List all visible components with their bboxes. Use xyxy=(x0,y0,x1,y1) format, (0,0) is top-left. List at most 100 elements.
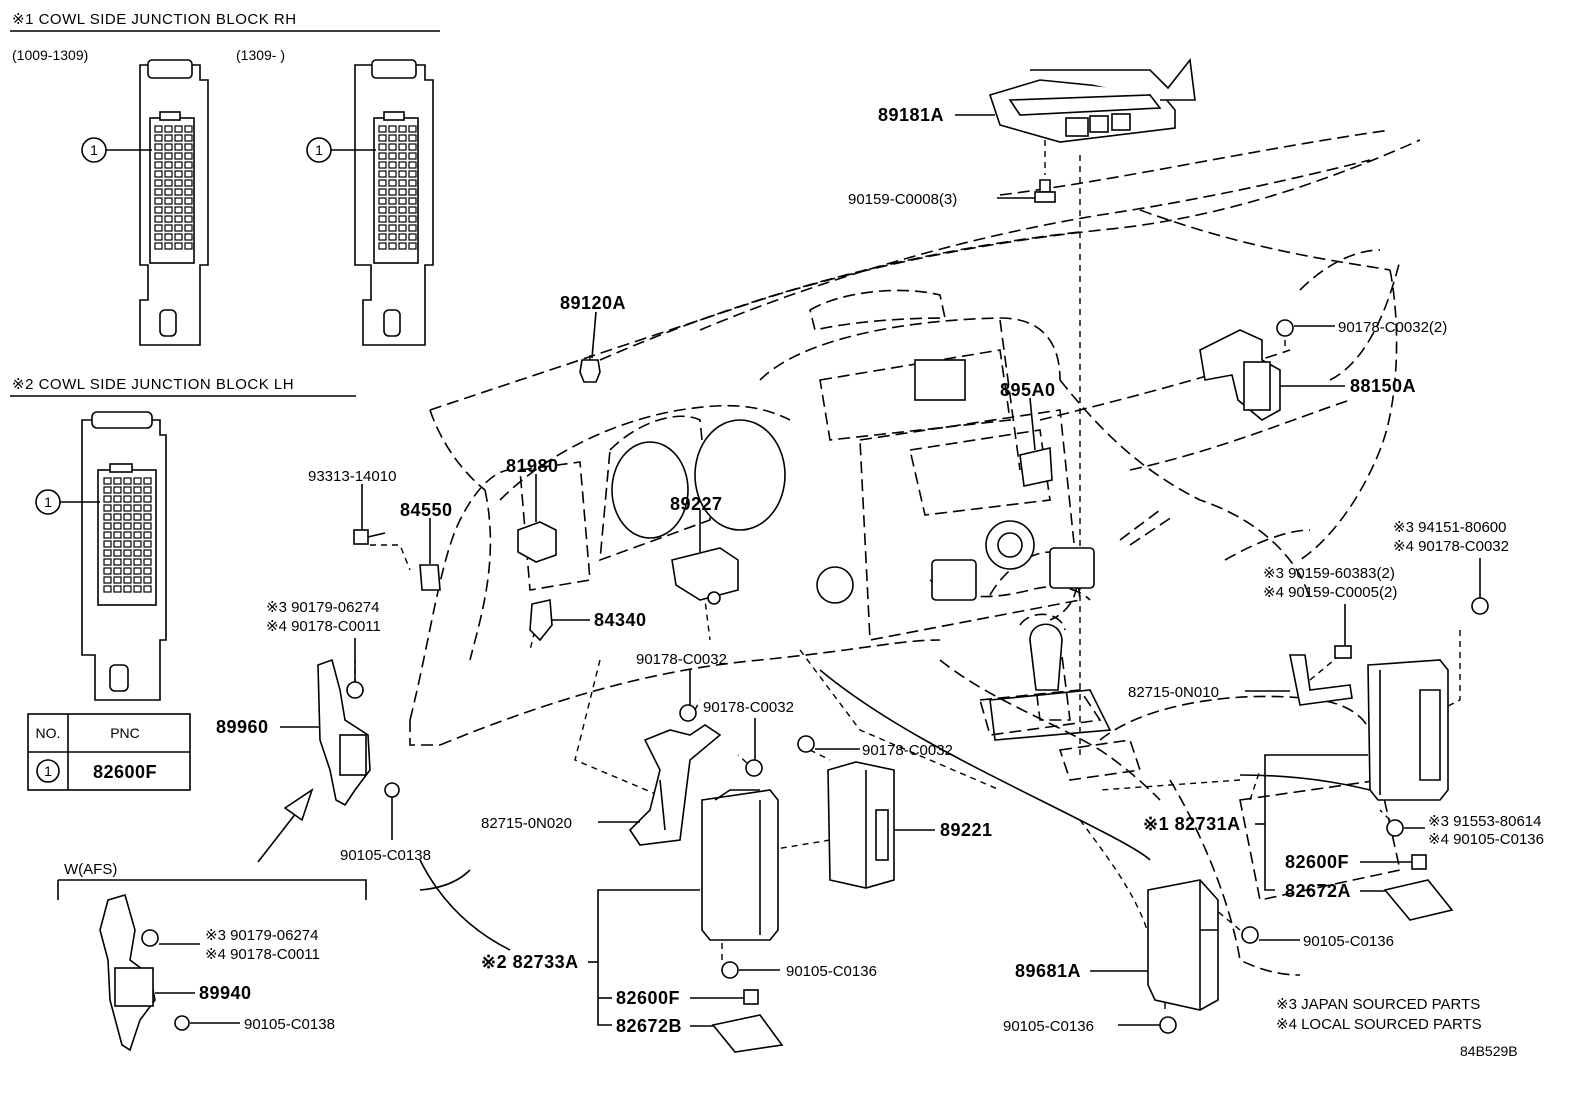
fuse-cell xyxy=(388,224,397,232)
fuse-cell xyxy=(388,143,397,151)
label-82731A: ※1 82731A xyxy=(1143,814,1241,834)
fuse-cell xyxy=(174,233,183,241)
junction-block-lh-section: ※2 COWL SIDE JUNCTION BLOCK LH 1 NO. PNC… xyxy=(10,376,356,791)
fuse-cell xyxy=(378,197,387,205)
fuse-cell xyxy=(123,558,132,566)
fuse-cell xyxy=(398,134,407,142)
part-895A0 xyxy=(1019,447,1053,487)
fuse-cell xyxy=(123,486,132,494)
fuse-cell xyxy=(184,125,193,133)
fuse-cell xyxy=(133,513,142,521)
fuse-cell xyxy=(133,576,142,584)
label-94151-80600: ※3 94151-80600 xyxy=(1393,519,1507,536)
label-90159-C0005: ※4 90159-C0005(2) xyxy=(1263,584,1397,601)
fuse-cell xyxy=(184,233,193,241)
label-81980: 81980 xyxy=(506,456,559,476)
fuse-cell xyxy=(143,549,152,557)
fuse-cell xyxy=(154,224,163,232)
fuse-cell xyxy=(154,197,163,205)
fuse-cell xyxy=(113,540,122,548)
fuse-cell xyxy=(154,143,163,151)
fuse-cell xyxy=(184,161,193,169)
note-local: ※4 LOCAL SOURCED PARTS xyxy=(1276,1016,1482,1033)
fuse-cell xyxy=(133,495,142,503)
label-89681A: 89681A xyxy=(1015,961,1081,981)
label-90178-C0032-c: 90178-C0032 xyxy=(862,742,953,759)
fuse-cell xyxy=(143,567,152,575)
fuse-cell xyxy=(378,224,387,232)
label-82715-0N010: 82715-0N010 xyxy=(1128,684,1219,701)
fuse-cell xyxy=(123,504,132,512)
fuse-cell xyxy=(133,477,142,485)
fuse-cell xyxy=(154,179,163,187)
fuse-cell xyxy=(133,486,142,494)
fuse-cell xyxy=(398,179,407,187)
fuse-cell xyxy=(174,161,183,169)
fuse-cell xyxy=(408,125,417,133)
fuse-cell xyxy=(154,161,163,169)
part-bolt-90105-C0138-b xyxy=(174,1015,190,1031)
junction-block-rh-a xyxy=(139,59,209,346)
label-90178-C0032-2: 90178-C0032(2) xyxy=(1338,319,1447,336)
fuse-cell xyxy=(408,134,417,142)
label-90159-C0008: 90159-C0008(3) xyxy=(848,191,957,208)
fuse-cell xyxy=(174,188,183,196)
fuse-cell xyxy=(164,152,173,160)
fuse-cell xyxy=(143,531,152,539)
fuse-cell xyxy=(408,143,417,151)
fuse-cell xyxy=(378,233,387,241)
fuse-cell xyxy=(378,134,387,142)
part-bolt-90105-C0138-a xyxy=(384,782,400,798)
part-nut-90178-C0032-2 xyxy=(1276,319,1294,337)
fuse-cell xyxy=(113,486,122,494)
part-nut-90179-b xyxy=(141,929,159,947)
fuse-cell xyxy=(398,242,407,250)
fuse-cell xyxy=(123,477,132,485)
fuse-cell xyxy=(103,486,112,494)
part-82733A xyxy=(701,789,779,941)
fuse-cell xyxy=(378,188,387,196)
fuse-cell xyxy=(154,125,163,133)
junction-block-rh-b-cells xyxy=(378,125,417,250)
fuse-cell xyxy=(113,585,122,593)
fuse-cell xyxy=(184,179,193,187)
label-88150A: 88150A xyxy=(1350,376,1416,396)
fuse-cell xyxy=(398,188,407,196)
fuse-cell xyxy=(408,197,417,205)
afs-section: W(AFS) ※3 90179-06274 ※4 90178-C0011 899… xyxy=(57,861,367,1052)
fuse-cell xyxy=(133,522,142,530)
fuse-cell xyxy=(378,143,387,151)
label-84550: 84550 xyxy=(400,500,453,520)
fuse-cell xyxy=(143,522,152,530)
fuse-cell xyxy=(408,233,417,241)
fuse-cell xyxy=(103,495,112,503)
fuse-cell xyxy=(388,152,397,160)
fuse-cell xyxy=(164,233,173,241)
fuse-cell xyxy=(164,125,173,133)
label-90178-C0032-r4: ※4 90178-C0032 xyxy=(1393,538,1509,555)
label-90105-C0138-a: 90105-C0138 xyxy=(340,847,431,864)
label-90105-C0138-b: 90105-C0138 xyxy=(244,1016,335,1033)
fuse-cell xyxy=(174,179,183,187)
junction-block-lh-cells xyxy=(103,477,152,593)
fuse-cell xyxy=(103,585,112,593)
label-90105-C0136-c: 90105-C0136 xyxy=(1003,1018,1094,1035)
callout-circle-rh-b xyxy=(306,137,332,163)
fuse-cell xyxy=(388,215,397,223)
fuse-cell xyxy=(143,477,152,485)
fuse-cell xyxy=(388,179,397,187)
lh-title: ※2 COWL SIDE JUNCTION BLOCK LH xyxy=(12,376,294,393)
pnc-table-row-no: 1 xyxy=(44,763,52,779)
fuse-cell xyxy=(164,242,173,250)
part-bolt-91553 xyxy=(1386,819,1404,837)
fuse-cell xyxy=(103,477,112,485)
callout-number-rh-b: 1 xyxy=(315,142,323,158)
part-81980 xyxy=(517,521,557,563)
fuse-cell xyxy=(143,576,152,584)
fuse-cell xyxy=(398,143,407,151)
part-82715-0N020 xyxy=(628,724,722,846)
label-90179-06274-a: ※3 90179-06274 xyxy=(266,599,380,616)
fuse-cell xyxy=(164,170,173,178)
fuse-cell xyxy=(388,233,397,241)
part-nut-90178-c xyxy=(797,735,815,753)
